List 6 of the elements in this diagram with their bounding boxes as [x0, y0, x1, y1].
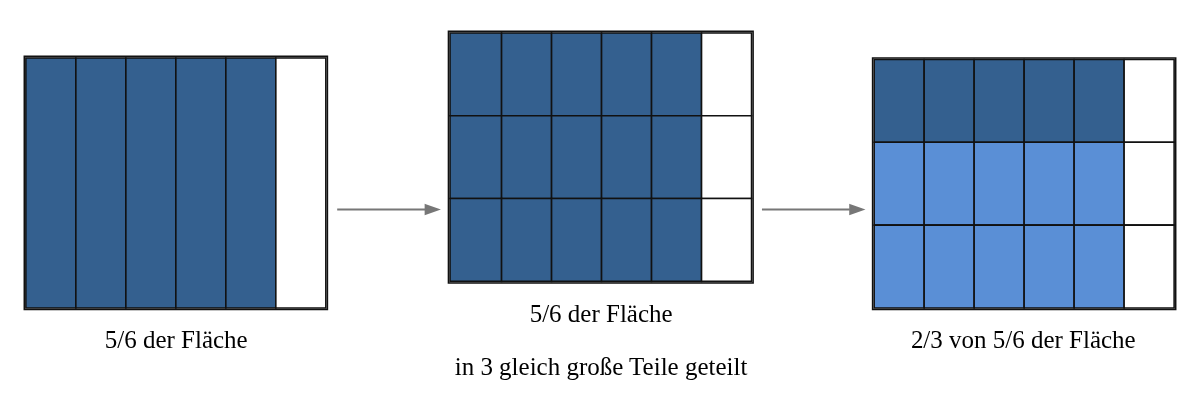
node-label: 5/6 der Fläche — [529, 299, 673, 327]
node-label: 5/6 der Fläche — [104, 325, 248, 353]
node-label: 2/3 von 5/6 der Fläche — [910, 325, 1136, 353]
node-label: in 3 gleich große Teile geteilt — [454, 352, 748, 380]
arrow — [761, 203, 866, 215]
arrow — [336, 203, 441, 215]
